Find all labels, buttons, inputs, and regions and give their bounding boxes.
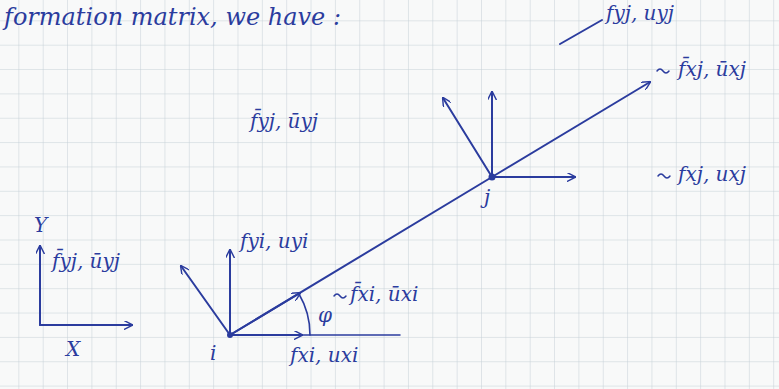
handwritten-label: φ xyxy=(318,304,332,326)
reference-line xyxy=(302,334,400,336)
force-arrow xyxy=(181,266,230,335)
handwritten-label: fyi, uyi xyxy=(240,230,308,252)
handwritten-label: f̄yj, ūyj xyxy=(250,110,318,132)
handwritten-label: j xyxy=(484,186,490,208)
node-point xyxy=(490,175,495,180)
force-arrow xyxy=(492,176,575,178)
force-arrow xyxy=(230,293,300,335)
handwritten-label: fyj, uyj xyxy=(606,2,674,24)
force-arrow xyxy=(229,250,231,335)
tilde-mark xyxy=(334,294,346,298)
angle-arc xyxy=(299,294,310,335)
handwritten-label: fxi, uxi xyxy=(290,344,358,366)
axis-arrow xyxy=(39,246,41,325)
axis-arrow xyxy=(40,324,132,326)
handwritten-label: i xyxy=(210,342,216,364)
force-arrow xyxy=(443,98,492,177)
tilde-mark xyxy=(657,69,669,73)
handwritten-label: X xyxy=(66,338,80,360)
handwritten-label: f̄xj, ūxj xyxy=(678,58,746,80)
force-arrow xyxy=(492,82,650,177)
handwritten-label: f̄xi, ūxi xyxy=(350,283,418,305)
node-point xyxy=(228,333,232,337)
handwritten-label: Y xyxy=(34,214,47,236)
handwritten-label: formation matrix, we have : xyxy=(4,4,341,30)
tilde-mark xyxy=(658,174,670,178)
bar-element xyxy=(230,177,492,335)
force-arrow xyxy=(230,334,302,336)
handwritten-label: fxj, uxj xyxy=(678,163,746,185)
handwritten-label: f̄yj, ūyj xyxy=(52,250,120,272)
force-arrow xyxy=(491,92,493,177)
leader-line xyxy=(560,20,602,44)
